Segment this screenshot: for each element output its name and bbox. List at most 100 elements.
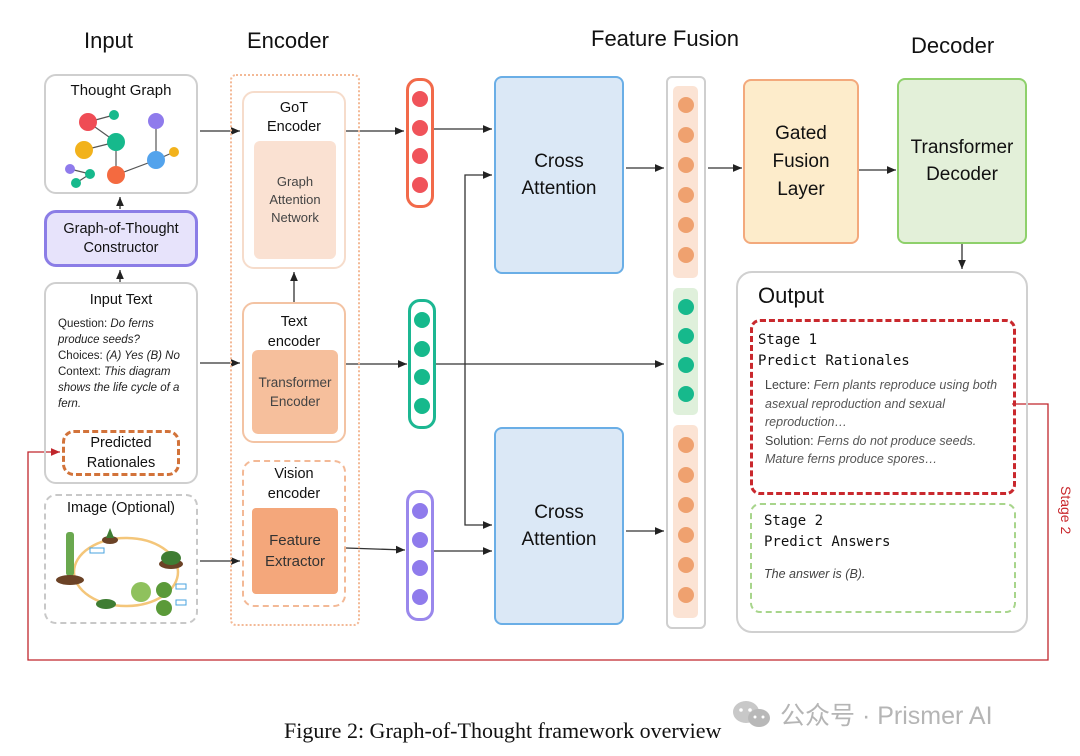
gated-fusion-layer: Gated Fusion Layer [743, 79, 859, 244]
stage1-line1: Stage 1 [758, 332, 818, 348]
image-optional-panel: Image (Optional) [44, 494, 198, 624]
transformer-decoder-line1: Transformer [910, 137, 1014, 158]
cross-attention-bottom-line1: Cross [534, 502, 584, 523]
vector-dot [412, 120, 428, 136]
vector-dot [677, 467, 694, 483]
vector-dot [414, 369, 430, 385]
vector-dot [677, 357, 694, 373]
thought-graph-panel: Thought Graph [44, 74, 198, 194]
stage1-box: Stage 1 Predict Rationales Lecture: Fern… [750, 319, 1016, 495]
context-value: This diagram shows the life cycle of a f… [58, 366, 180, 410]
stage2-box: Stage 2 Predict Answers The answer is (B… [750, 503, 1016, 613]
gated-fusion-line2: Fusion [772, 150, 830, 172]
section-title-encoder: Encoder [247, 28, 329, 53]
output-panel: Output Stage 1 Predict Rationales Lectur… [736, 271, 1028, 633]
cross-attention-bottom-line2: Attention [521, 529, 597, 550]
vision-encoder-box: Vision encoder Feature Extractor [242, 460, 346, 607]
vector-dot [677, 299, 694, 315]
vector-dot [412, 532, 428, 548]
vision-encoder-title: Vision encoder [244, 464, 344, 504]
stage2-loop-label: Stage 2 [1058, 486, 1074, 535]
transformer-encoder-box: Transformer Encoder [252, 350, 338, 434]
lecture-value: Fern plants reproduce using both asexual… [765, 378, 998, 429]
vector-dot [412, 91, 428, 107]
choices-label: Choices: [58, 350, 106, 362]
vector-dot [677, 97, 694, 113]
stage1-body: Lecture: Fern plants reproduce using bot… [765, 376, 1003, 469]
vector-dot [677, 247, 694, 263]
vision-feature-vector [406, 490, 434, 621]
text-encoder-line2: encoder [267, 334, 321, 350]
vector-dot [677, 557, 694, 573]
graph-feature-vector [406, 78, 434, 208]
gat-line1: Graph [276, 174, 314, 189]
vector-dot [412, 589, 428, 605]
input-text-title: Input Text [89, 292, 153, 308]
vector-dot [677, 127, 694, 143]
question-label: Question: [58, 318, 111, 330]
stage2-answer: The answer is (B). [764, 567, 866, 581]
input-text-body: Question: Do ferns produce seeds? Choice… [46, 308, 196, 412]
transformer-encoder-line2: Encoder [269, 394, 321, 409]
predicted-rationales-line1: Predicted [90, 435, 152, 451]
vector-dot [677, 497, 694, 513]
vector-dot [677, 157, 694, 173]
text-encoder-box: Text encoder Transformer Encoder [242, 302, 346, 443]
fern-life-cycle-image [56, 528, 187, 616]
fused-segment-vision [673, 425, 698, 618]
vector-dot [412, 148, 428, 164]
transformer-decoder-line2: Decoder [926, 164, 998, 185]
gated-fusion-line3: Layer [777, 178, 825, 200]
gat-line3: Network [271, 210, 319, 225]
vector-dot [414, 312, 430, 328]
gat-line2: Attention [269, 192, 321, 207]
watermark-text: 公众号 · Prismer AI [780, 702, 993, 730]
vector-dot [412, 560, 428, 576]
vector-dot [414, 341, 430, 357]
text-feature-vector [408, 299, 436, 429]
choices-value: (A) Yes (B) No [105, 350, 180, 362]
got-encoder-box: GoT Encoder Graph Attention Network [242, 91, 346, 269]
thought-graph-icon [65, 110, 179, 188]
solution-label: Solution: [765, 433, 814, 448]
transformer-decoder: Transformer Decoder [897, 78, 1027, 244]
vector-dot [677, 587, 694, 603]
arrow-text-vector-to-bottom-cross-attention [464, 364, 492, 529]
gated-fusion-line1: Gated [775, 122, 827, 144]
feature-extractor-line2: Extractor [264, 553, 325, 570]
vector-dot [677, 386, 694, 402]
vector-dot [677, 527, 694, 543]
cross-attention-top-line2: Attention [521, 178, 597, 199]
stage2-line1: Stage 2 [764, 513, 824, 529]
got-encoder-line1: GoT [279, 100, 309, 116]
vector-dot [677, 328, 694, 344]
vector-dot [412, 177, 428, 193]
encoder-group [230, 74, 360, 626]
predicted-rationales-line2: Rationales [86, 455, 156, 471]
cross-attention-top: Cross Attention [494, 76, 624, 274]
section-title-input: Input [84, 28, 133, 53]
vector-dot [414, 398, 430, 414]
got-constructor-line1: Graph-of-Thought [63, 220, 179, 237]
vector-dot [412, 503, 428, 519]
solution-value: Ferns do not produce seeds. Mature ferns… [765, 433, 977, 467]
graph-attention-network-box: Graph Attention Network [254, 141, 336, 259]
stage1-heading: Stage 1 Predict Rationales [758, 330, 910, 372]
vector-dot [677, 217, 694, 233]
got-constructor-line2: Constructor [83, 239, 159, 256]
text-encoder-title: Text encoder [244, 312, 344, 352]
fused-feature-column [666, 76, 706, 629]
fused-segment-text [673, 288, 698, 415]
arrow-text-vector-to-top-cross-attention [464, 171, 492, 364]
cross-attention-bottom: Cross Attention [494, 427, 624, 625]
predicted-rationales-box: Predicted Rationales [62, 430, 180, 476]
cross-attention-top-line1: Cross [534, 151, 584, 172]
got-encoder-title: GoT Encoder [244, 99, 344, 137]
figure-caption: Figure 2: Graph-of-Thought framework ove… [284, 718, 722, 743]
thought-graph-title: Thought Graph [70, 82, 172, 99]
stage2-heading: Stage 2 Predict Answers [764, 511, 890, 553]
vision-encoder-line1: Vision [274, 466, 314, 482]
vision-encoder-line2: encoder [267, 486, 321, 502]
got-encoder-line2: Encoder [266, 119, 321, 135]
context-label: Context: [58, 366, 105, 378]
